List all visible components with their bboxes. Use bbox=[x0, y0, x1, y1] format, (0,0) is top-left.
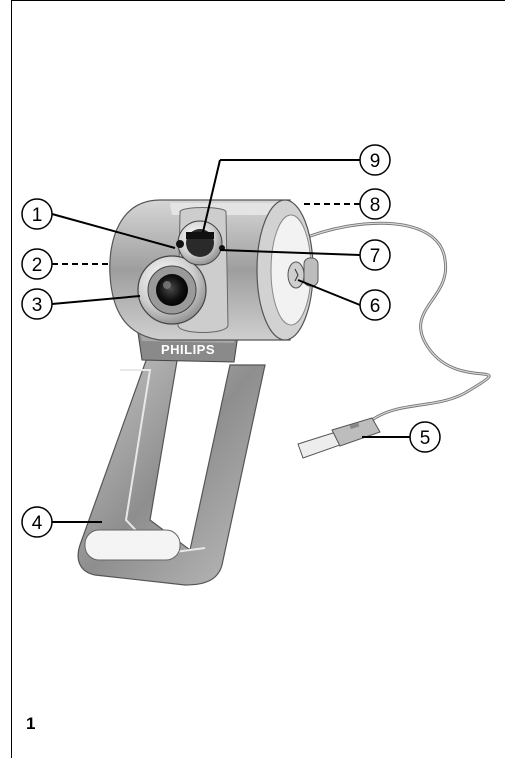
svg-text:9: 9 bbox=[370, 151, 381, 172]
svg-text:1: 1 bbox=[32, 205, 43, 226]
leader-6 bbox=[297, 279, 361, 306]
callout-6: 6 bbox=[359, 289, 391, 321]
callout-7: 7 bbox=[359, 239, 391, 271]
usb-cable bbox=[299, 221, 491, 422]
callout-5: 5 bbox=[409, 421, 441, 453]
callout-8: 8 bbox=[359, 188, 391, 220]
stand-clip bbox=[77, 354, 266, 586]
leader-9b bbox=[202, 159, 221, 233]
svg-text:5: 5 bbox=[420, 428, 431, 449]
top-margin-rule bbox=[11, 0, 505, 1]
svg-text:2: 2 bbox=[32, 255, 43, 276]
svg-text:4: 4 bbox=[32, 513, 43, 534]
leader-3 bbox=[51, 295, 141, 305]
callout-9: 9 bbox=[359, 144, 391, 176]
svg-text:7: 7 bbox=[370, 246, 381, 267]
usb-plug bbox=[297, 417, 381, 459]
callout-4: 4 bbox=[21, 506, 53, 538]
svg-text:8: 8 bbox=[370, 195, 381, 216]
leader-lines bbox=[51, 159, 410, 523]
microphone-led-ring bbox=[176, 220, 225, 266]
page-number: 1 bbox=[26, 714, 36, 733]
svg-text:6: 6 bbox=[370, 296, 381, 317]
leader-7 bbox=[219, 249, 361, 256]
brand-label: PHILIPS bbox=[161, 342, 215, 357]
svg-text:3: 3 bbox=[32, 295, 43, 316]
callout-3: 3 bbox=[21, 288, 53, 320]
callout-1: 1 bbox=[21, 198, 53, 230]
callout-2: 2 bbox=[21, 248, 53, 280]
lens-assembly bbox=[137, 255, 207, 325]
leader-1 bbox=[51, 213, 176, 249]
camera-body bbox=[109, 199, 319, 341]
left-margin-rule bbox=[11, 0, 12, 758]
